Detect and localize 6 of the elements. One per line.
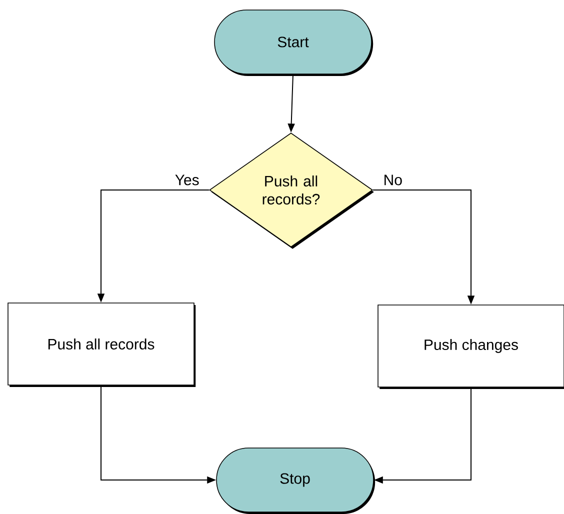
process-box: Push changes xyxy=(378,304,564,389)
terminal-pill: Stop xyxy=(216,448,376,514)
edge-label: No xyxy=(382,174,404,186)
edge-label: Yes xyxy=(174,174,200,186)
terminal-pill: Start xyxy=(214,10,374,76)
process-box: Push all records xyxy=(8,302,196,387)
